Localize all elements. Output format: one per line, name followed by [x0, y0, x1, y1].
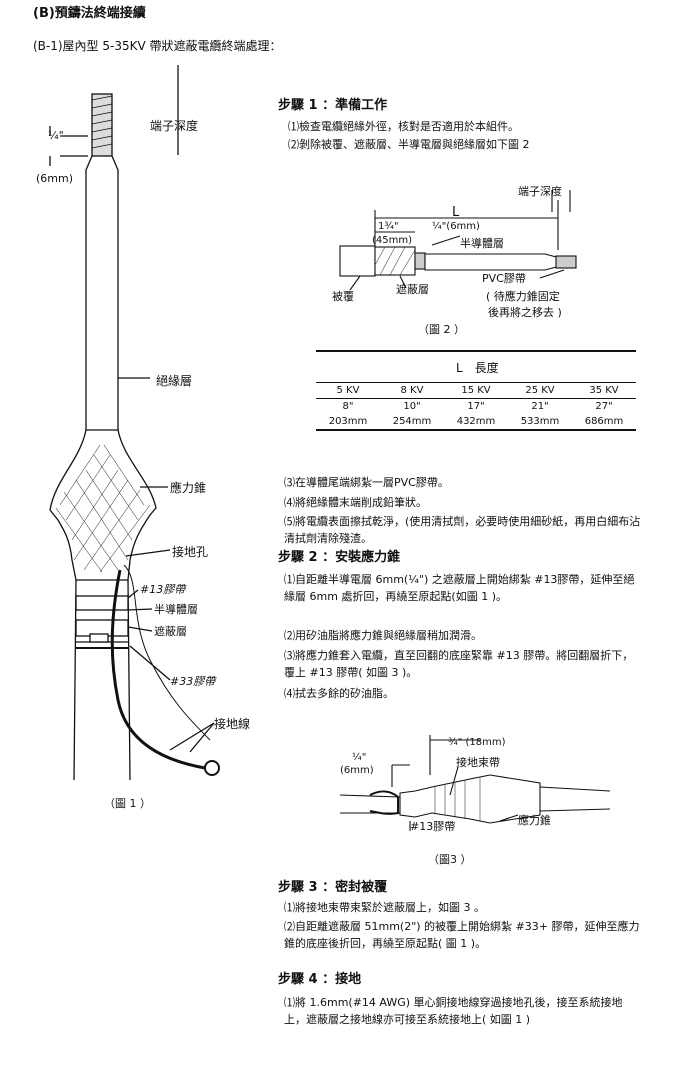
length-table: 5 KV 8 KV 15 KV 25 KV 35 KV 8" 10" 17" 2…: [316, 382, 636, 431]
fig2-caption: （圖 2 ）: [418, 323, 465, 336]
fig2-jacket-label: 被覆: [332, 290, 354, 303]
fig3-ground-strap-label: 接地束帶: [456, 756, 500, 769]
fig1-6mm-label: (6mm): [36, 172, 74, 185]
fig2-note-line-2: 後再將之移去 ): [488, 306, 562, 319]
step1-item-5: ⑸將電纜表面擦拭乾淨，(使用清拭劑，必要時使用細砂紙，再用白細布沾清拭劑清除殘渣…: [284, 515, 641, 545]
fig3-6mm-label: (6mm): [340, 765, 374, 776]
table-inch-25kv: 21": [531, 401, 549, 412]
step3-item-1: ⑴將接地束帶束緊於遮蔽層上，如圖 3 。: [284, 901, 485, 914]
step3-item-2: ⑵自距離遮蔽層 51mm(2") 的被覆上開始綁紮 #33+ 膠帶，延伸至應力錐…: [284, 920, 640, 950]
table-mm-15kv: 432mm: [456, 416, 496, 427]
fig3-three-quarter-label: ¾" (18mm): [448, 737, 506, 748]
step4-title: 步驟 4 ：接地: [278, 972, 362, 987]
fig1-ground-hole-label: 接地孔: [172, 545, 209, 559]
section-title: (B)預鑄法終端接續: [33, 6, 146, 21]
length-table-title: L 長度: [456, 361, 499, 375]
step2-item-3: ⑶將應力錐套入電纜，直至回翻的底座緊靠 #13 膠帶。將回翻層折下，覆上 #13…: [284, 649, 634, 679]
fig1-tape33-label: #33膠帶: [170, 675, 216, 688]
table-header-15kv: 15 KV: [461, 385, 491, 396]
fig1-shield-label: 遮蔽層: [154, 625, 187, 638]
step2-item-4: ⑷拭去多餘的矽油脂。: [284, 687, 394, 700]
table-header-25kv: 25 KV: [525, 385, 555, 396]
step1-item-4: ⑷將絕緣體末端削成鉛筆狀。: [284, 496, 427, 509]
table-header-35kv: 35 KV: [589, 385, 619, 396]
step2-title: 步驟 2 ：安裝應力錐: [278, 550, 401, 565]
fig1-semicon-label: 半導體層: [154, 603, 198, 616]
step2-item-1: ⑴自距離半導電層 6mm(¼") 之遮蔽層上開始綁紮 #13膠帶，延伸至絕緣層 …: [284, 573, 635, 603]
fig1-terminal-depth-label: 端子深度: [150, 119, 199, 133]
fig3-caption: （圖3 ）: [428, 853, 472, 866]
figure-3-drawing: [340, 735, 611, 831]
step4-item-1: ⑴將 1.6mm(#14 AWG) 單心銅接地線穿過接地孔後，接至系統接地上，遮…: [284, 996, 623, 1026]
step3-title: 步驟 3 ：密封被覆: [278, 880, 388, 895]
fig2-quarter-6mm-label: ¼"(6mm): [432, 221, 480, 232]
fig2-L-label: L: [452, 205, 460, 220]
table-inch-35kv: 27": [595, 401, 613, 412]
table-inch-5kv: 8": [342, 401, 354, 412]
fig1-insulation-label: 絕緣層: [156, 374, 193, 388]
step1-title: 步驟 1 ：準備工作: [278, 98, 388, 113]
fig1-quarter-label: ¼": [48, 129, 64, 142]
fig1-ground-wire-label: 接地線: [214, 717, 251, 731]
fig2-one-three-quarter-label: 1¾": [378, 221, 399, 232]
fig2-note-line-1: ( 待應力錐固定: [486, 290, 560, 303]
table-mm-8kv: 254mm: [392, 416, 432, 427]
fig3-quarter-label: ¼": [352, 752, 367, 763]
fig2-pvc-tape-label: PVC膠帶: [482, 272, 526, 285]
fig2-shield-label: 遮蔽層: [396, 283, 429, 296]
table-top-rule: [316, 350, 636, 352]
table-mm-5kv: 203mm: [328, 416, 368, 427]
step2-item-2: ⑵用矽油脂將應力錐與絕緣層稍加潤滑。: [284, 629, 482, 642]
table-header-8kv: 8 KV: [400, 385, 424, 396]
step1-item-3: ⑶在導體尾端綁紮一層PVC膠帶。: [284, 476, 449, 489]
table-inch-15kv: 17": [467, 401, 485, 412]
fig1-caption: （圖 1 ）: [104, 797, 151, 810]
fig2-terminal-depth-label: 端子深度: [518, 185, 562, 198]
step1-item-2: ⑵剝除被覆、遮蔽層、半導電層與絕緣層如下圖 2: [288, 138, 530, 151]
figure-1-drawing: [49, 65, 220, 780]
fig2-semicon-label: 半導體層: [460, 237, 504, 250]
fig3-tape13-label: #13膠帶: [410, 820, 456, 833]
fig1-stress-cone-label: 應力錐: [170, 481, 207, 495]
table-inch-8kv: 10": [403, 401, 421, 412]
fig3-stress-cone-label: 應力錐: [518, 814, 551, 827]
table-mm-25kv: 533mm: [520, 416, 560, 427]
step1-item-1: ⑴檢查電纜絕緣外徑，核對是否適用於本組件。: [288, 120, 519, 133]
fig2-45mm-label: (45mm): [372, 235, 413, 246]
table-header-5kv: 5 KV: [336, 385, 360, 396]
fig1-tape13-label: #13膠帶: [140, 583, 186, 596]
subtitle: (B-1)屋內型 5-35KV 帶狀遮蔽電纜終端處理：: [33, 39, 282, 53]
figure-2-drawing: [339, 190, 577, 291]
table-mm-35kv: 686mm: [584, 416, 624, 427]
